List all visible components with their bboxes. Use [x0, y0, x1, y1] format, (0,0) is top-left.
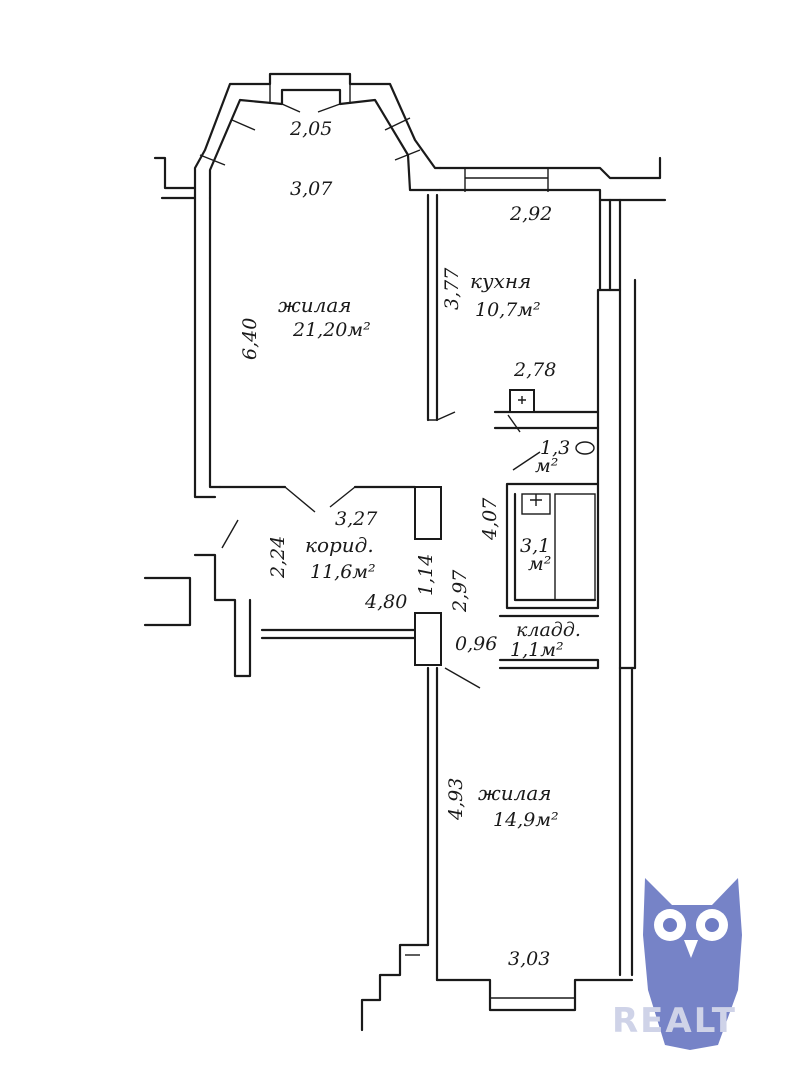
room-name: 1,3 [540, 437, 570, 459]
dimension-label: 2,97 [449, 569, 471, 613]
dimension-label: 3,27 [335, 508, 378, 530]
dimension-label: 2,78 [513, 359, 556, 381]
owl-pupil-icon [705, 918, 719, 932]
dimension-label: 2,92 [509, 203, 552, 225]
room-area: м² [528, 553, 551, 575]
dimension-label: 2,24 [267, 536, 289, 579]
room-area: 11,6м² [310, 561, 376, 583]
dimension-label: 2,05 [289, 118, 332, 140]
room-name: жилая [478, 781, 552, 805]
dimension-label: 6,40 [239, 318, 261, 360]
dimension-label: 1,14 [415, 554, 437, 596]
dimension-labels: 2,05 3,07 6,40 3,77 2,92 2,78 4,07 3,27 … [239, 118, 556, 970]
room-area: 21,20м² [292, 319, 371, 341]
realt-watermark: REALT [612, 878, 742, 1050]
room-name: кухня [470, 269, 531, 293]
dimension-label: 3,03 [508, 948, 550, 970]
dimension-label: 4,80 [364, 591, 407, 613]
room-area: 1,1м² [510, 639, 564, 661]
watermark-text: REALT [612, 1001, 737, 1041]
outer-walls [143, 72, 667, 1032]
room-name: жилая [278, 293, 352, 317]
room-name: кладд. [516, 619, 581, 641]
room-area: 14,9м² [493, 809, 559, 831]
dimension-label: 4,93 [445, 778, 467, 821]
owl-beak-icon [684, 940, 698, 958]
dimension-label: 0,96 [455, 633, 497, 655]
dimension-label: 4,07 [479, 497, 501, 541]
room-labels: жилая 21,20м² кухня 10,7м² корид. 11,6м²… [278, 269, 581, 831]
dimension-label: 3,07 [290, 178, 333, 200]
room-name: корид. [305, 533, 374, 557]
room-name: 3,1 [520, 535, 550, 557]
room-area: 10,7м² [475, 299, 541, 321]
room-area: м² [535, 455, 558, 477]
dimension-label: 3,77 [441, 267, 463, 310]
owl-pupil-icon [663, 918, 677, 932]
